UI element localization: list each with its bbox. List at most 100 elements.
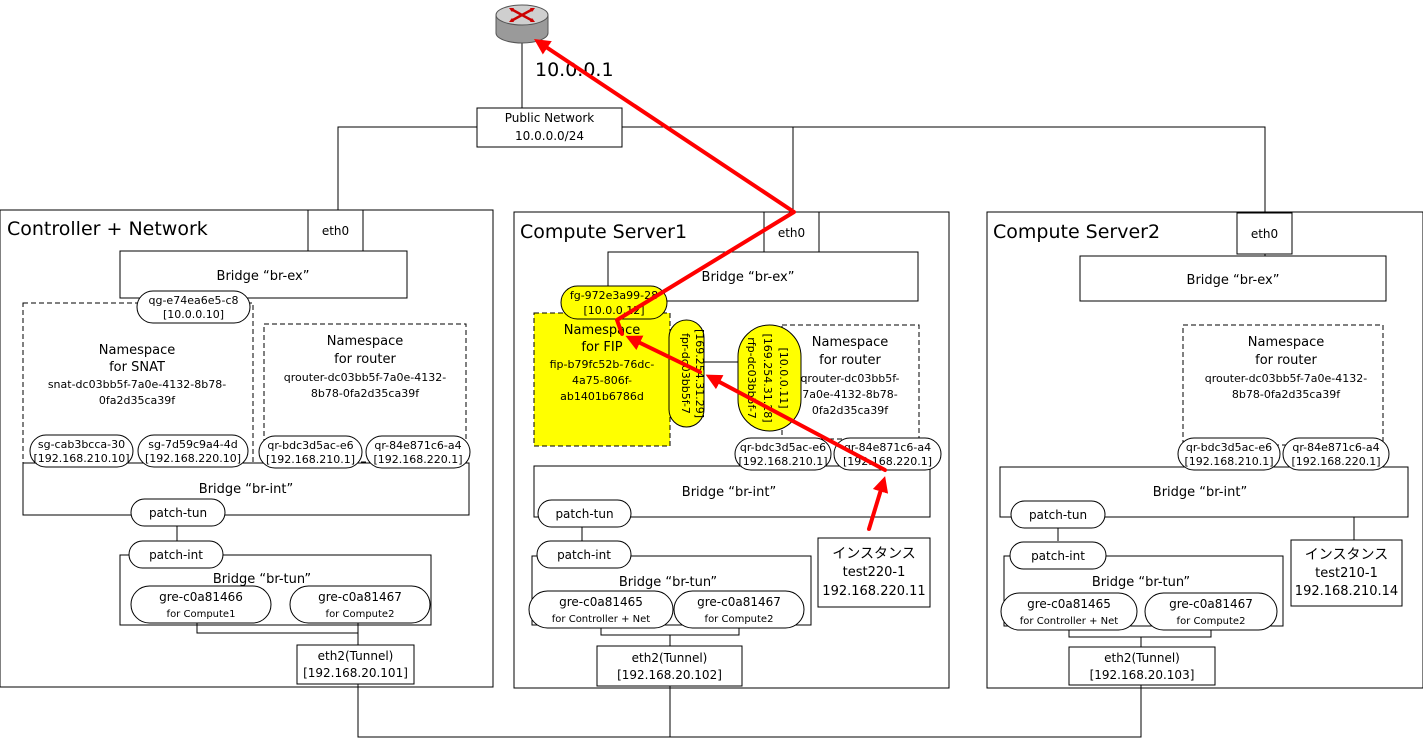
controller-qg-name: qg-e74ea6e5-c8 [149,294,239,307]
controller-gre2-name: gre-c0a81467 [318,590,402,604]
compute2-br-tun-label: Bridge “br-tun” [1092,575,1190,590]
compute2-gre1-name: gre-c0a81465 [1027,597,1111,611]
traffic-path [534,39,889,531]
compute1-patch-int [536,540,632,569]
compute2-qr1-ip: [192.168.210.1] [1184,455,1273,468]
controller-br-int [22,462,470,516]
public-network-name: Public Network [505,111,594,125]
compute1-instance-name: test220-1 [843,565,906,580]
controller-br-int-label: Bridge “br-int” [199,482,293,497]
controller-sg2-port [137,434,249,468]
compute2-node: Compute Server2 eth0 Bridge “br-ex” Name… [986,211,1423,689]
compute2-router-namespace [1182,324,1384,446]
compute1-fip-id3: ab1401b6786d [560,390,644,403]
controller-qg-ip: [10.0.0.10] [163,308,224,321]
controller-sg1-name: sg-cab3bcca-30 [38,438,125,451]
compute1-qr2-name: qr-84e871c6-a4 [844,441,931,454]
compute2-qr2-port [1282,437,1390,471]
public-network: Public Network 10.0.0.0/24 [476,107,623,148]
compute1-fip-id1: fip-b79fc52b-76dc- [550,358,655,371]
controller-router-namespace [263,323,467,463]
compute1-br-ex-label: Bridge “br-ex” [702,270,795,285]
compute2-gre2-name: gre-c0a81467 [1169,597,1253,611]
compute2-gre1-sub: for Controller + Net [1020,616,1118,627]
public-network-cidr: 10.0.0.0/24 [515,129,584,143]
controller-qg-port [136,290,251,324]
compute1-gre1-sub: for Controller + Net [552,614,650,625]
compute1-router-title1: Namespace [812,335,889,350]
compute2-br-ex-label: Bridge “br-ex” [1187,273,1280,288]
controller-patch-int [128,540,224,569]
controller-router-title1: Namespace [327,334,404,349]
path-arrow-fpr-to-fip [625,335,702,374]
controller-br-ex [119,250,408,299]
compute2-patch-tun [1010,500,1106,529]
path-arrow-instance-to-qr [867,476,889,531]
compute1-node: Compute Server1 eth0 Bridge “br-ex” Name… [513,211,950,689]
compute1-qr1-port [734,437,832,471]
compute1-eth0 [763,211,820,253]
compute1-rfp-ip1: [169.254.31.28] [761,333,774,422]
compute1-router-id2: 7a0e-4132-8b78- [802,388,897,401]
controller-qr1-ip: [192.168.210.1] [266,453,355,466]
compute2-patch-tun-label: patch-tun [1029,508,1087,522]
controller-qr2-ip: [192.168.220.1] [373,453,462,466]
compute2-eth2 [1068,646,1216,686]
compute2-instance [1290,539,1403,607]
compute1-qr1-ip: [192.168.210.1] [738,455,827,468]
compute1-fpr-port [668,319,705,428]
compute1-patch-int-label: patch-int [557,548,611,562]
controller-snat-title2: for SNAT [109,360,165,375]
compute1-patch-tun [537,499,632,528]
compute2-patch-int-label: patch-int [1031,549,1085,563]
controller-eth2-ip: [192.168.20.101] [303,666,408,680]
controller-sg1-port [29,434,134,468]
compute2-instance-name: test210-1 [1315,566,1378,581]
compute1-rfp-port [737,324,802,432]
compute2-eth0 [1236,212,1293,255]
compute2-instance-title: インスタンス [1305,547,1388,563]
controller-sg2-name: sg-7d59c9a4-4d [148,438,237,451]
compute1-router-id1: qrouter-dc03bb5f- [800,372,899,385]
compute1-qr1-name: qr-bdc3d5ac-e6 [740,441,826,454]
controller-gre1 [130,585,272,624]
compute1-eth2-name: eth2(Tunnel) [632,651,708,665]
controller-sg2-ip: [192.168.220.10] [145,452,241,465]
compute1-fip-title1: Namespace [564,323,641,338]
compute1-instance-ip: 192.168.220.11 [822,584,925,599]
compute1-fpr-name: fpr-dc03bb5f-7 [679,333,692,414]
compute2-br-int-label: Bridge “br-int” [1153,485,1247,500]
controller-eth0 [307,209,364,252]
controller-gre2 [289,585,431,624]
compute2-router-title2: for router [1255,353,1317,368]
compute2-title: Compute Server2 [993,221,1160,243]
compute1-eth0-label: eth0 [778,226,805,240]
controller-patch-int-label: patch-int [149,548,203,562]
controller-qr2-port [365,435,471,469]
controller-br-ex-label: Bridge “br-ex” [217,269,310,284]
compute1-rfp-name: rfp-dc03bb5f-7 [745,337,758,419]
compute2-qr1-port [1177,437,1281,471]
compute2-qr2-name: qr-84e871c6-a4 [1292,441,1379,454]
compute1-title: Compute Server1 [520,221,687,243]
tunnel-network-links [357,684,1142,738]
controller-eth2-name: eth2(Tunnel) [318,649,394,663]
compute1-gre1-name: gre-c0a81465 [559,595,643,609]
controller-sg1-ip: [192.168.210.10] [33,452,129,465]
controller-qr2-name: qr-84e871c6-a4 [374,439,461,452]
controller-qr1-port [258,435,363,469]
router-ip-label: 10.0.0.1 [535,59,614,81]
compute1-br-tun-label: Bridge “br-tun” [619,575,717,590]
compute1-gre2-sub: for Compute2 [705,614,774,625]
compute1-fip-namespace [533,312,671,447]
compute2-br-ex [1079,255,1387,302]
compute1-router-title2: for router [819,353,881,368]
compute2-instance-ip: 192.168.210.14 [1295,584,1398,599]
compute1-instance [817,537,931,608]
controller-title: Controller + Network [7,218,208,240]
compute2-patch-int [1009,541,1107,570]
controller-router-id1: qrouter-dc03bb5f-7a0e-4132- [284,371,447,384]
path-arrow-fg-to-router [534,39,796,336]
compute1-fip-title2: for FIP [581,340,622,355]
